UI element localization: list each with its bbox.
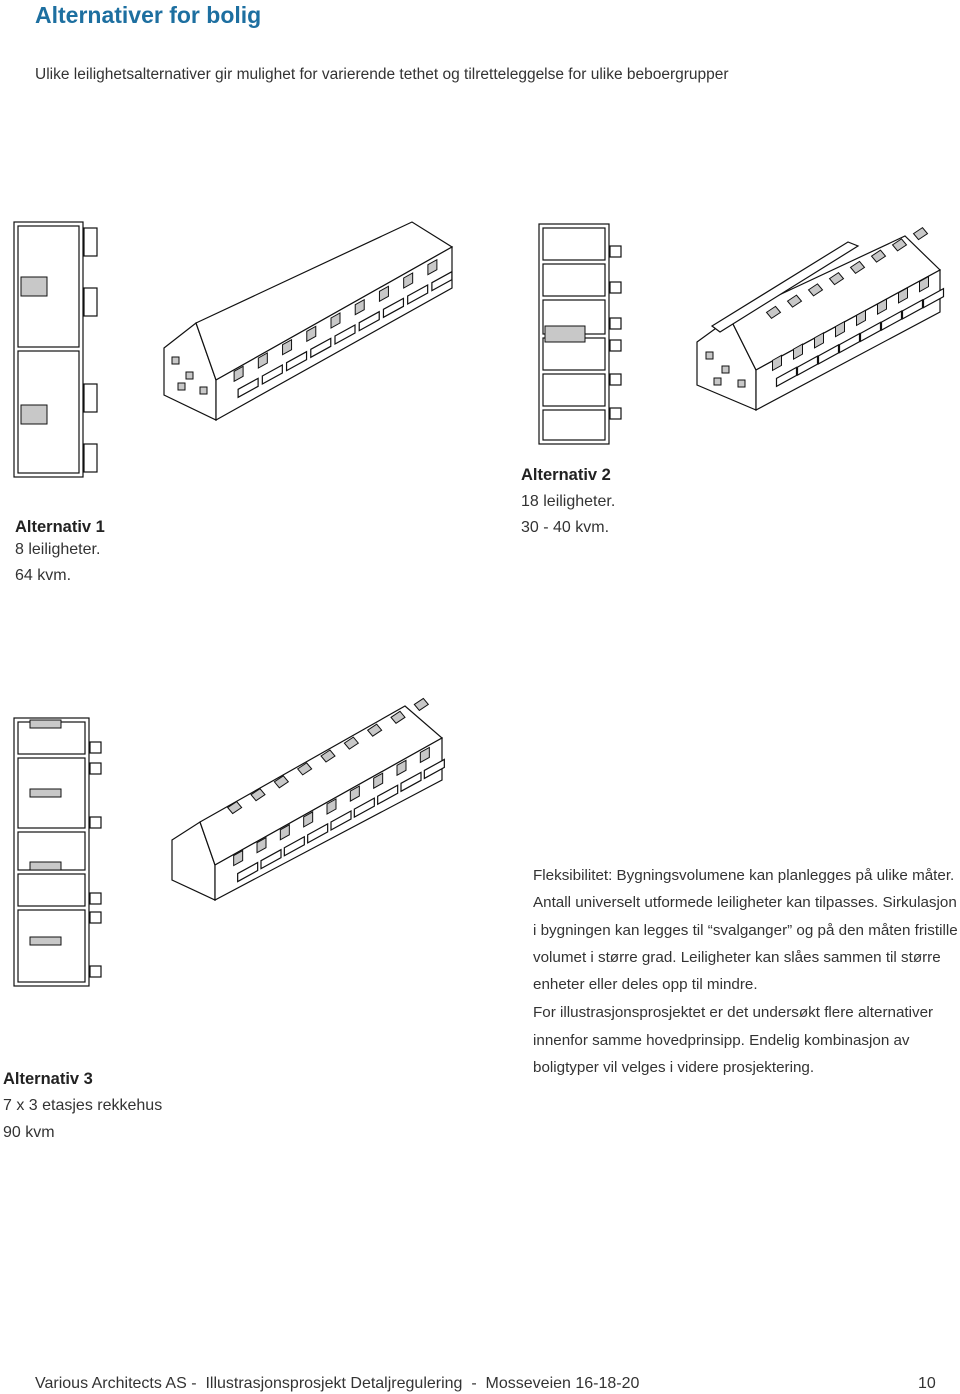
roof-window-mark [320,749,336,763]
balcony-mark [334,323,356,346]
roof-window-mark [891,238,908,252]
window-mark [403,272,414,289]
balcony-mark [307,822,329,844]
balcony-mark [382,297,405,319]
window-mark [919,275,929,293]
alt3-area: 90 kvm [3,1124,55,1141]
window-mark [233,849,244,867]
alt2-caption: Alternativ 2 18 leiligheter. 30 - 40 kvm… [521,466,615,537]
description-paragraph-1: Fleksibilitet: Bygningsvolumene kan plan… [533,867,958,994]
balcony-mark [285,350,308,372]
balcony-mark [310,337,332,359]
window-mark [373,772,384,790]
balcony-mark [817,343,840,365]
window-mark [303,811,314,828]
page-title: Alternativer for bolig [35,2,262,28]
alt1-units: 8 leiligheter. [15,541,101,558]
window-mark [354,298,365,316]
window-mark [396,759,407,777]
window-mark [330,312,341,329]
balcony-mark [880,310,903,332]
alt3-heading: Alternativ 3 [3,1070,93,1088]
window-mark [279,823,290,841]
window-mark [877,298,887,315]
window-mark [856,309,866,327]
balcony-mark [407,283,429,306]
balcony-mark [423,758,445,780]
window-mark [233,365,244,383]
alt2-units: 18 leiligheter. [521,493,616,510]
balcony-mark [237,861,259,883]
roof-window-mark [807,283,824,297]
roof-window-mark [390,710,406,724]
roof-window-mark [413,697,430,712]
description-paragraph-2: For illustrasjonsprosjektet er det under… [533,1004,934,1077]
roof-window-mark [296,762,313,776]
roof-window-mark [870,249,887,263]
alt1-area: 64 kvm. [15,567,72,584]
window-mark [326,798,337,815]
balcony-mark [859,321,882,343]
alt2-heading: Alternativ 2 [521,466,611,484]
alt2-area: 30 - 40 kvm. [521,519,610,536]
window-mark [898,287,908,304]
window-mark [419,746,430,764]
alt1-heading: Alternativ 1 [15,518,105,536]
window-mark [306,325,317,343]
roof-window-mark [343,736,360,750]
roof-window-mark [828,271,845,286]
balcony-mark [796,355,819,377]
roof-window-mark [250,788,266,802]
window-mark [257,352,268,369]
balcony-mark [901,298,924,320]
footer-text: Various Architects AS - Illustrasjonspro… [35,1375,640,1392]
roof-window-mark [765,305,782,320]
window-mark [835,320,845,338]
balcony-mark [237,377,259,399]
roof-window-mark [912,226,929,241]
window-mark [427,258,438,276]
balcony-mark [838,332,861,354]
description-text: Fleksibilitet: Bygningsvolumene kan plan… [533,862,960,1082]
window-mark [378,285,389,303]
roof-window-mark [786,294,803,308]
alt1-caption: Alternativ 1 8 leiligheter. 64 kvm. [15,518,105,585]
page-subtitle: Ulike leilighetsalternativer gir mulighe… [35,66,729,83]
balcony-mark [377,784,399,806]
balcony-mark [922,287,945,309]
balcony-mark [353,797,375,819]
window-mark [256,836,267,854]
balcony-mark [330,809,352,832]
window-mark [793,343,803,360]
roof-window-mark [273,775,290,789]
page-number: 10 [918,1375,936,1392]
balcony-mark [775,366,798,388]
balcony-mark [283,835,305,857]
roof-window-mark [849,260,866,275]
balcony-mark [400,771,422,793]
balcony-mark [260,848,282,870]
window-mark [814,332,824,349]
balcony-mark [261,363,283,386]
roof-window-mark [226,800,243,815]
window-mark [349,785,360,802]
window-mark [772,354,782,372]
alt3-description: 7 x 3 etasjes rekkehus [3,1097,163,1114]
window-mark [282,338,293,356]
balcony-mark [358,310,380,332]
alt3-caption: Alternativ 3 7 x 3 etasjes rekkehus 90 k… [3,1070,162,1142]
roof-window-mark [366,723,383,737]
balcony-mark [431,270,453,292]
